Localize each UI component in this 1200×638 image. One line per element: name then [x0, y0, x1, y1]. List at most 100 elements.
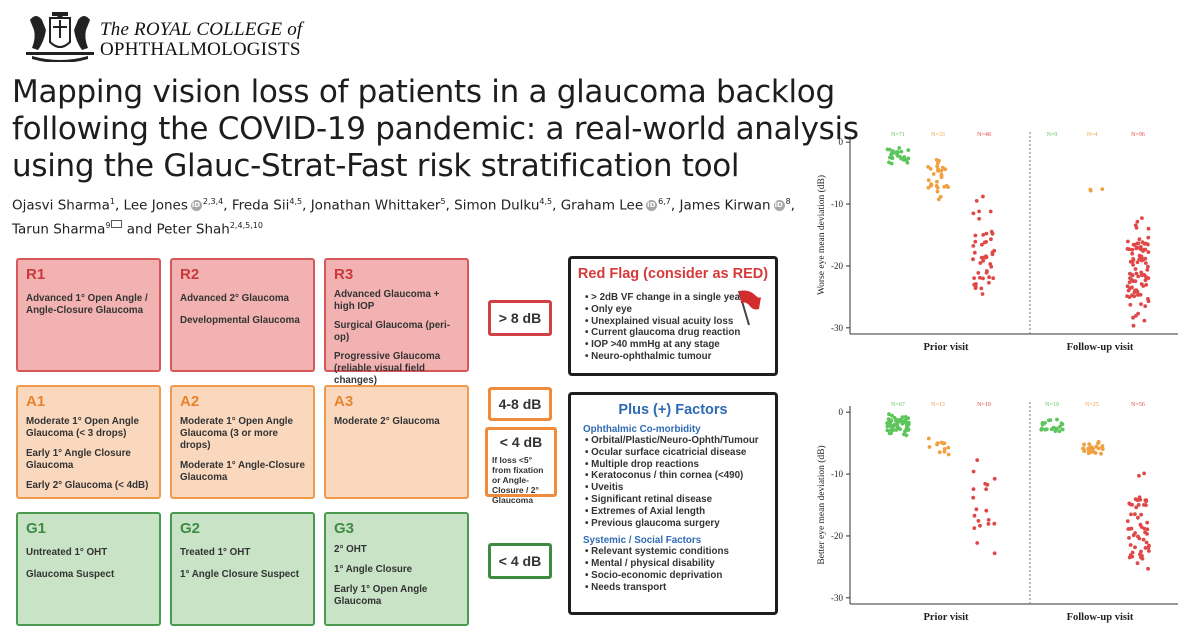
data-point: [1131, 257, 1136, 261]
y-tick-label: -10: [831, 199, 843, 209]
data-point: [978, 523, 982, 528]
risk-box-a1: A1 Moderate 1° Open Angle Glaucoma (< 3 …: [16, 385, 161, 499]
risk-code: R1: [26, 266, 46, 283]
data-point: [1146, 566, 1150, 571]
plus-factor-item: Significant retinal disease: [585, 494, 775, 506]
data-point: [1133, 545, 1137, 550]
data-point: [988, 262, 993, 266]
data-point: [1135, 561, 1140, 566]
data-point: [926, 436, 931, 441]
data-point: [1130, 554, 1135, 559]
data-point: [984, 487, 988, 491]
orcid-icon[interactable]: [646, 200, 658, 211]
data-point: [936, 167, 940, 171]
risk-code: G2: [180, 520, 201, 537]
data-point: [931, 172, 936, 176]
data-point: [1131, 263, 1135, 267]
data-point: [939, 175, 944, 180]
data-point: [972, 513, 977, 518]
title-line-2: following the COVID-19 pandemic: a real-…: [12, 111, 859, 147]
red-flag-item: Neuro-ophthalmic tumour: [585, 351, 775, 363]
data-point: [977, 209, 981, 214]
data-point: [1091, 446, 1095, 451]
data-point: [896, 420, 900, 425]
data-point: [1143, 304, 1148, 308]
data-point: [938, 194, 943, 199]
data-point: [1136, 241, 1141, 246]
data-point: [1139, 549, 1143, 554]
data-point: [887, 412, 891, 417]
data-point: [929, 183, 933, 188]
red-flag-list: > 2dB VF change in a single year Only ey…: [571, 292, 775, 363]
data-point: [1133, 531, 1137, 535]
data-point: [991, 276, 996, 281]
data-point: [885, 428, 890, 433]
risk-item: Untreated 1° OHT: [26, 547, 108, 558]
data-point: [942, 447, 947, 451]
n-label: N=13: [931, 402, 945, 408]
author-name: Freda Sii: [231, 197, 290, 214]
risk-code: A3: [334, 393, 354, 410]
author-affiliation: 2,3,4: [202, 197, 224, 206]
data-point: [888, 155, 892, 160]
data-point: [888, 421, 892, 425]
data-point: [1128, 302, 1133, 307]
data-point: [978, 261, 983, 265]
risk-box-g3: G3 2° OHT 1° Angle Closure Early 1° Open…: [324, 512, 469, 626]
data-point: [981, 233, 986, 237]
author-name: Ojasvi Sharma: [12, 197, 110, 214]
author-conjunction: and: [126, 221, 153, 237]
data-point: [1144, 540, 1149, 545]
threshold-note: If loss <5° from fixation or Angle-Closu…: [492, 455, 544, 505]
y-tick-label: -10: [831, 469, 843, 479]
plus-factor-item: Keratoconus / thin cornea (<490): [585, 470, 775, 482]
risk-box-r1: R1 Advanced 1° Open Angle / Angle-Closur…: [16, 258, 161, 372]
plus-factor-item: Needs transport: [585, 582, 775, 594]
orcid-icon[interactable]: [190, 200, 202, 211]
data-point: [1144, 283, 1149, 287]
data-point: [1146, 235, 1151, 240]
data-point: [1133, 512, 1137, 517]
ocular-comorbidity-list: Orbital/Plastic/Neuro-Ophth/Tumour Ocula…: [571, 435, 775, 529]
threshold-amber: 4-8 dB: [488, 387, 552, 421]
data-point: [1127, 501, 1132, 506]
data-point: [1137, 246, 1142, 250]
data-point: [1127, 280, 1132, 285]
n-label: N=67: [891, 402, 905, 408]
data-point: [900, 421, 905, 426]
plus-factor-item: Uveitis: [585, 482, 775, 494]
risk-item: Progressive Glaucoma (reliable visual fi…: [334, 351, 441, 386]
n-label: N=19: [977, 402, 991, 408]
data-point: [1129, 526, 1134, 531]
data-point: [1143, 261, 1148, 265]
data-point: [1130, 293, 1134, 298]
data-point: [902, 432, 906, 437]
data-point: [1130, 247, 1135, 252]
data-point: [1086, 451, 1091, 456]
data-point: [891, 423, 895, 428]
orcid-icon[interactable]: [773, 200, 785, 211]
risk-item: 1° Angle Closure: [334, 564, 413, 575]
data-point: [1049, 427, 1054, 432]
data-point: [891, 428, 895, 433]
author-affiliation: 4,5: [539, 197, 553, 206]
email-icon[interactable]: [111, 219, 123, 228]
plus-factor-item: Orbital/Plastic/Neuro-Ophth/Tumour: [585, 435, 775, 447]
data-point: [984, 240, 988, 244]
data-point: [981, 259, 986, 263]
x-group-label: Follow-up visit: [1067, 342, 1134, 353]
risk-item: Treated 1° OHT: [180, 547, 251, 558]
data-point: [976, 519, 981, 523]
data-point: [1128, 276, 1132, 280]
risk-item: Early 2° Glaucoma (< 4dB): [26, 480, 149, 491]
risk-item: Moderate 1° Open Angle Glaucoma (< 3 dro…: [26, 416, 139, 439]
data-point: [1082, 442, 1086, 447]
data-point: [906, 148, 911, 152]
data-point: [935, 186, 940, 190]
data-point: [926, 185, 931, 190]
plus-factor-item: Previous glaucoma surgery: [585, 518, 775, 530]
data-point: [885, 147, 890, 152]
